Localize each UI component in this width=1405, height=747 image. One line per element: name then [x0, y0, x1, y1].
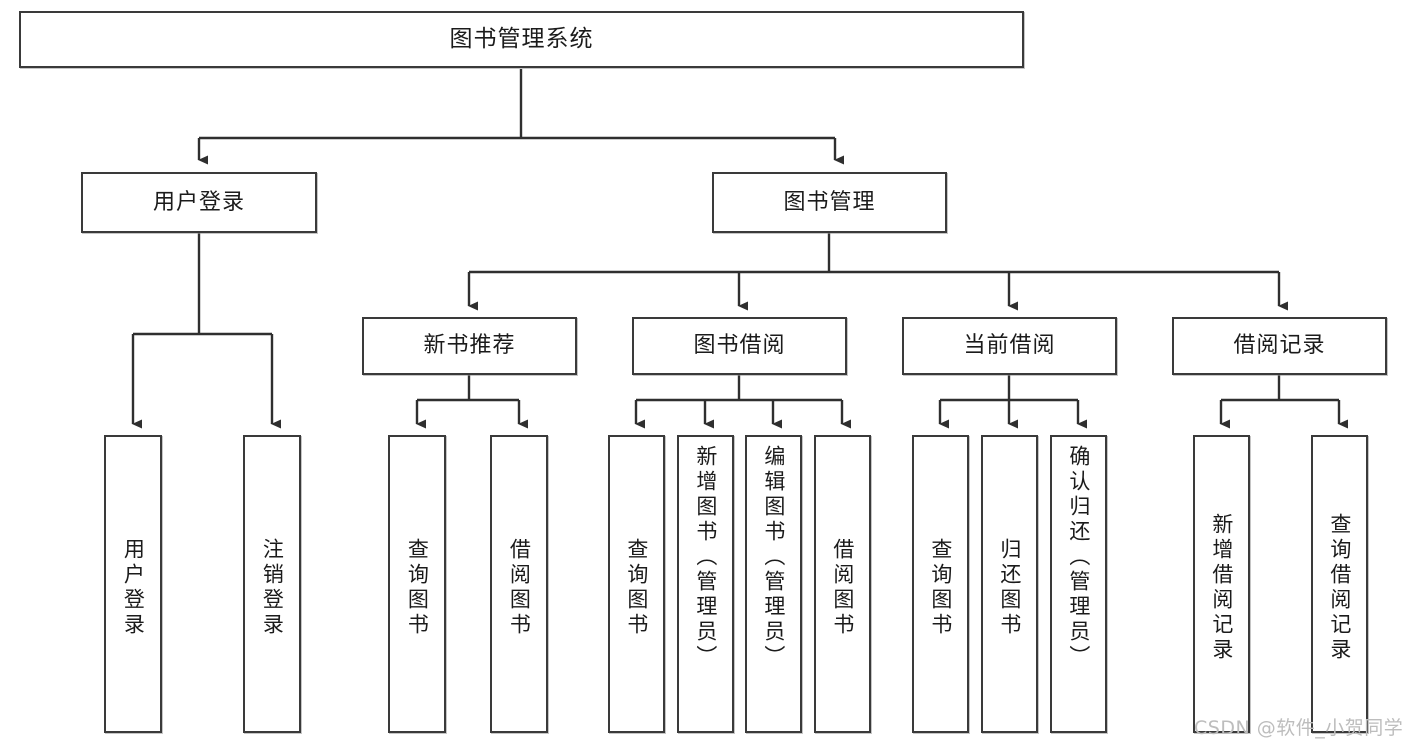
leaf-record-add-borrow-record[interactable]: 新增借阅记录	[1193, 435, 1250, 733]
leaf-borrow-edit-book-admin[interactable]: 编辑图书（管理员）	[745, 435, 802, 733]
leaf-current-query-book[interactable]: 查询图书	[912, 435, 969, 733]
leaf-borrow-add-book-admin[interactable]: 新增图书（管理员）	[677, 435, 734, 733]
leaf-recommend-query-book[interactable]: 查询图书	[388, 435, 446, 733]
node-book-management[interactable]: 图书管理	[712, 172, 947, 233]
node-label: 图书管理系统	[449, 25, 594, 52]
node-label: 借阅图书	[830, 538, 855, 638]
leaf-current-return-book[interactable]: 归还图书	[981, 435, 1038, 733]
node-label: 编辑图书（管理员）	[761, 445, 786, 670]
node-label: 图书管理	[783, 189, 876, 215]
node-label: 图书借阅	[693, 333, 786, 359]
csdn-watermark: CSDN @软件_小贺同学	[1194, 713, 1403, 740]
node-label: 查询图书	[624, 538, 649, 638]
leaf-record-query-borrow-record[interactable]: 查询借阅记录	[1311, 435, 1368, 733]
node-label: 用户登录	[121, 538, 146, 638]
node-label: 查询借阅记录	[1327, 513, 1352, 663]
node-label: 确认归还（管理员）	[1066, 445, 1091, 670]
node-borrow-record[interactable]: 借阅记录	[1172, 317, 1387, 375]
leaf-current-confirm-return-admin[interactable]: 确认归还（管理员）	[1050, 435, 1107, 733]
node-label: 新增借阅记录	[1209, 513, 1234, 663]
node-label: 借阅记录	[1233, 333, 1326, 359]
node-label: 新增图书（管理员）	[693, 445, 718, 670]
node-new-book-recommend[interactable]: 新书推荐	[362, 317, 577, 375]
leaf-user-login-logout[interactable]: 注销登录	[243, 435, 301, 733]
watermark-text: CSDN @软件_小贺同学	[1194, 717, 1404, 739]
node-label: 借阅图书	[507, 538, 532, 638]
node-user-login[interactable]: 用户登录	[81, 172, 317, 233]
node-label: 用户登录	[152, 189, 245, 215]
node-root-book-management-system[interactable]: 图书管理系统	[19, 11, 1024, 68]
node-book-borrow[interactable]: 图书借阅	[632, 317, 847, 375]
node-label: 查询图书	[928, 538, 953, 638]
leaf-user-login-do-login[interactable]: 用户登录	[104, 435, 162, 733]
leaf-borrow-borrow-book[interactable]: 借阅图书	[814, 435, 871, 733]
node-label: 归还图书	[997, 538, 1022, 638]
node-current-borrow[interactable]: 当前借阅	[902, 317, 1117, 375]
leaf-recommend-borrow-book[interactable]: 借阅图书	[490, 435, 548, 733]
node-label: 当前借阅	[963, 333, 1056, 359]
leaf-borrow-query-book[interactable]: 查询图书	[608, 435, 665, 733]
node-label: 注销登录	[260, 538, 285, 638]
node-label: 查询图书	[405, 538, 430, 638]
node-label: 新书推荐	[423, 333, 516, 359]
